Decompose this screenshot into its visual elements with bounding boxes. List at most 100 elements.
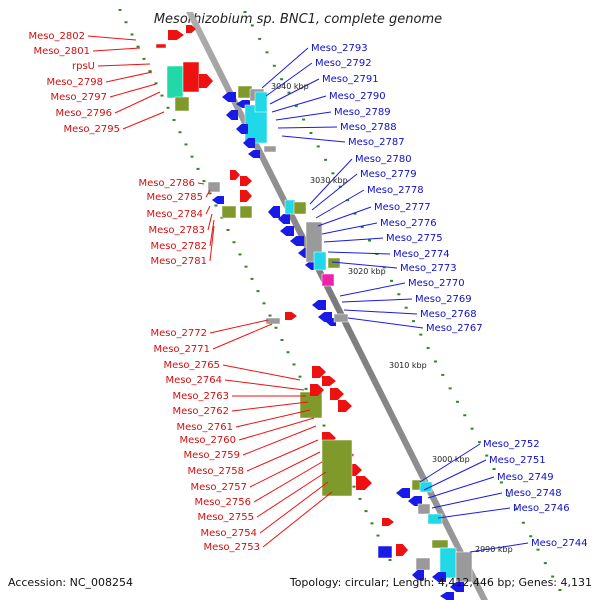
gene-block <box>166 65 184 99</box>
gene-arrow-reverse <box>268 206 280 218</box>
scale-label: 3020 kbp <box>348 267 386 276</box>
right-leader-line <box>423 459 487 491</box>
gene-arrow-reverse <box>432 572 446 582</box>
gene-block <box>293 201 307 215</box>
left-lane-tick <box>358 497 362 500</box>
right-lane-tick <box>499 481 503 484</box>
right-lane-tick <box>258 37 262 40</box>
right-lane-tick <box>287 91 291 94</box>
right-gene-label: Meso_2773 <box>400 263 457 274</box>
right-gene-label: Meso_2779 <box>360 169 417 180</box>
right-leader-line <box>419 443 481 483</box>
right-lane-tick <box>346 199 350 202</box>
gene-arrow-forward <box>356 476 372 490</box>
left-gene-label: Meso_2757 <box>190 482 247 493</box>
scale-label: 3000 kbp <box>432 455 470 464</box>
left-lane-tick <box>322 424 326 427</box>
left-gene-label: Meso_2759 <box>183 450 240 461</box>
right-lane-tick <box>521 521 525 524</box>
left-lane-tick <box>250 277 254 280</box>
left-lane-tick <box>352 485 356 488</box>
left-leader-line <box>114 91 161 114</box>
right-gene-label: Meso_2748 <box>505 488 562 499</box>
left-lane-tick <box>196 167 200 170</box>
left-lane-tick <box>160 94 164 97</box>
left-gene-label: Meso_2785 <box>146 192 203 203</box>
left-lane-tick <box>370 522 374 525</box>
left-lane-tick <box>214 204 218 207</box>
left-gene-label: Meso_2771 <box>153 344 210 355</box>
left-leader-line <box>242 425 317 456</box>
left-leader-line <box>259 481 329 534</box>
right-leader-line <box>315 189 365 219</box>
left-lane-tick <box>274 326 278 329</box>
right-gene-label: Meso_2770 <box>408 278 465 289</box>
gene-block <box>263 145 277 153</box>
left-gene-label: Meso_2795 <box>63 124 120 135</box>
gene-arrow-forward <box>186 25 196 33</box>
left-leader-line <box>246 439 319 472</box>
left-leader-line <box>197 182 205 185</box>
right-leader-line <box>281 135 346 143</box>
left-lane-tick <box>304 387 308 390</box>
left-leader-line <box>87 35 137 41</box>
right-gene-label: Meso_2751 <box>489 455 546 466</box>
left-leader-line <box>205 189 211 198</box>
left-lane-tick <box>184 143 188 146</box>
left-lane-tick <box>148 70 152 73</box>
left-leader-line <box>212 323 273 350</box>
gene-arrow-forward <box>285 312 297 320</box>
left-lane-tick <box>208 192 212 195</box>
left-lane-tick <box>364 510 368 513</box>
gene-block <box>419 481 433 493</box>
right-lane-tick <box>368 239 372 242</box>
right-leader-line <box>321 222 378 235</box>
gene-arrow-forward <box>338 400 352 412</box>
right-gene-label: Meso_2787 <box>348 137 405 148</box>
left-leader-line <box>92 47 141 52</box>
right-leader-line <box>269 78 320 105</box>
left-lane-tick <box>388 559 392 561</box>
gene-arrow-reverse <box>212 196 224 204</box>
right-leader-line <box>331 261 398 269</box>
right-gene-label: Meso_2744 <box>531 538 588 549</box>
right-lane-tick <box>302 118 306 121</box>
gene-arrow-reverse <box>318 312 332 322</box>
right-leader-line <box>265 62 313 97</box>
gene-arrow-reverse <box>312 300 326 310</box>
gene-arrow-reverse <box>280 226 294 236</box>
left-gene-label: Meso_2796 <box>55 108 112 119</box>
left-lane-tick <box>172 119 176 121</box>
right-gene-label: Meso_2768 <box>420 309 477 320</box>
left-lane-tick <box>256 290 260 293</box>
left-lane-tick <box>226 229 230 231</box>
right-lane-tick <box>411 320 415 323</box>
label-leaders <box>87 35 529 553</box>
left-lane-tick <box>190 155 194 158</box>
left-gene-label: Meso_2781 <box>150 256 207 267</box>
left-gene-label: Meso_2786 <box>138 178 195 189</box>
left-gene-label: Meso_2802 <box>28 31 85 42</box>
left-leader-line <box>224 379 305 391</box>
left-gene-label: Meso_2760 <box>179 435 236 446</box>
left-lane-tick <box>202 180 206 183</box>
right-leader-line <box>261 47 309 89</box>
gene-arrow-forward <box>330 388 344 400</box>
gene-arrow-forward <box>396 544 408 556</box>
left-leader-line <box>105 71 153 83</box>
right-lane-tick <box>243 11 247 13</box>
gene-arrow-reverse <box>408 496 422 506</box>
left-gene-label: Meso_2783 <box>148 225 205 236</box>
right-gene-label: Meso_2774 <box>393 249 450 260</box>
right-gene-label: Meso_2780 <box>355 154 412 165</box>
left-lane-tick <box>142 57 146 60</box>
left-lane-tick <box>238 253 242 256</box>
gene-block <box>155 43 167 49</box>
left-gene-label: Meso_2755 <box>197 512 254 523</box>
left-gene-label: Meso_2784 <box>146 209 203 220</box>
left-lane-tick <box>118 9 122 11</box>
gene-block <box>207 181 221 193</box>
gene-arrow-reverse <box>222 92 236 102</box>
right-lane-tick <box>390 279 394 282</box>
left-gene-labels: Meso_2802Meso_2801rpsUMeso_2798Meso_2797… <box>28 31 260 553</box>
